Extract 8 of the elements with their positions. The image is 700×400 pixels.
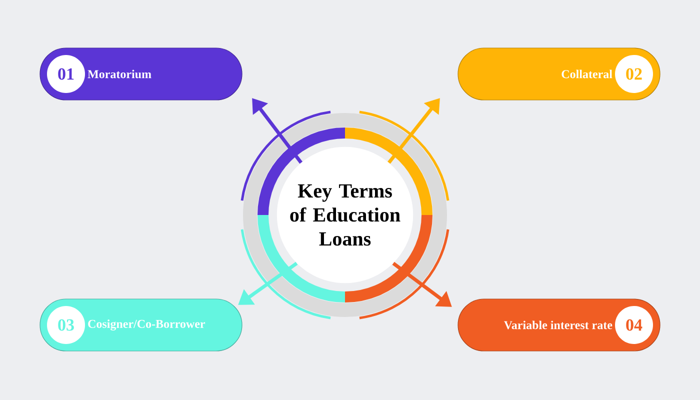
number-badge: 03 — [47, 306, 85, 344]
term-label: Variable interest rate — [504, 320, 612, 330]
number-badge: 04 — [615, 306, 653, 344]
term-label: Collateral — [562, 70, 612, 78]
term-label: Moratorium — [88, 70, 152, 78]
number-badge: 02 — [615, 55, 653, 93]
number-badge: 01 — [47, 55, 85, 93]
term-label: Cosigner/Co-Borrower — [88, 320, 206, 330]
